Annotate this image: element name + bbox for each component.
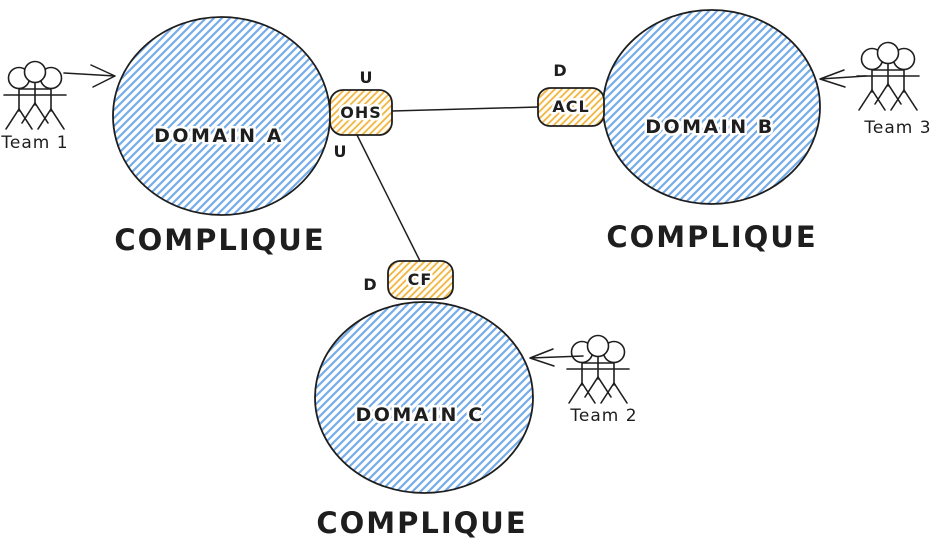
arrow-team3-to-domain-b[interactable] <box>819 69 867 88</box>
domain-b-circle[interactable] <box>602 9 821 205</box>
domain-b-label: DOMAIN B <box>645 116 775 138</box>
connector-acl-box[interactable] <box>537 87 605 127</box>
connector-ohs-label: OHS <box>340 103 382 122</box>
connector-acl[interactable]: ACL D <box>537 61 605 127</box>
team-3-label: Team 3 <box>863 118 931 138</box>
connector-ohs[interactable]: OHS U U <box>329 68 393 161</box>
connector-cf-marker: D <box>363 275 376 294</box>
edge-ohs-acl[interactable] <box>391 106 539 112</box>
team-member-figure <box>582 334 614 398</box>
domain-c-node[interactable]: DOMAIN C <box>314 301 534 494</box>
team-2[interactable]: Team 2 <box>566 334 638 427</box>
team-2-label: Team 2 <box>569 406 637 426</box>
domain-b-caption: COMPLIQUE <box>606 220 817 254</box>
team-3[interactable]: Team 3 <box>856 41 932 139</box>
connector-ohs-marker-bottom: U <box>334 142 347 161</box>
domain-c-caption: COMPLIQUE <box>316 506 527 540</box>
connector-acl-marker: D <box>553 61 566 80</box>
connector-acl-label: ACL <box>552 97 589 116</box>
team-1[interactable]: Team 1 <box>0 60 68 154</box>
domain-c-circle[interactable] <box>314 301 534 494</box>
team-member-figure <box>19 60 51 124</box>
arrow-team1-to-domain-a[interactable] <box>63 64 116 88</box>
domain-c-label: DOMAIN C <box>355 404 484 426</box>
team-1-label: Team 1 <box>0 133 68 153</box>
domain-a-node[interactable]: DOMAIN A <box>112 16 331 216</box>
domain-a-circle[interactable] <box>112 16 331 216</box>
domain-a-label: DOMAIN A <box>154 125 284 147</box>
domain-b-node[interactable]: DOMAIN B <box>602 9 821 205</box>
connector-ohs-marker-top: U <box>360 68 373 87</box>
connector-ohs-box[interactable] <box>329 89 393 136</box>
connector-cf-box[interactable] <box>387 260 454 300</box>
connector-cf-label: CF <box>408 270 433 289</box>
domain-a-caption: COMPLIQUE <box>114 223 325 257</box>
team-member-figure <box>872 41 904 105</box>
connector-cf[interactable]: CF D <box>363 260 454 300</box>
edge-ohs-cf[interactable] <box>356 134 421 262</box>
arrow-team2-to-domain-c[interactable] <box>529 348 584 367</box>
